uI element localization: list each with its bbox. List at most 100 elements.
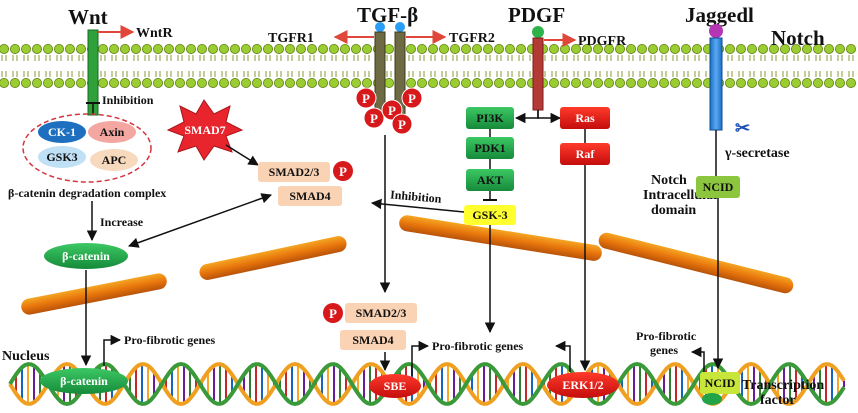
lipid-head bbox=[295, 44, 306, 55]
lipid-head bbox=[593, 44, 604, 55]
degradation-complex-label: β-catenin degradation complex bbox=[8, 186, 166, 200]
notch-receptor bbox=[709, 37, 723, 131]
lipid-head bbox=[460, 78, 471, 89]
lipid-head bbox=[76, 78, 87, 89]
lipid-head bbox=[549, 78, 560, 89]
notch-pathway: Jaggedl Notch ✂ γ-secretase Notch Intrac… bbox=[643, 3, 825, 408]
lipid-head bbox=[20, 78, 31, 89]
lipid-head bbox=[615, 78, 626, 89]
lipid-head bbox=[405, 78, 416, 89]
tgfb-ligand-dot bbox=[375, 22, 385, 32]
smad7-label: SMAD7 bbox=[184, 123, 225, 137]
lipid-head bbox=[196, 44, 207, 55]
fiber bbox=[598, 232, 794, 294]
lipid-head bbox=[427, 44, 438, 55]
axin-label: Axin bbox=[100, 125, 125, 139]
genes-center-label: Pro-fibrotic genes bbox=[432, 339, 524, 353]
lipid-head bbox=[769, 44, 780, 55]
lipid-head bbox=[604, 78, 615, 89]
lipid-head bbox=[493, 44, 504, 55]
phosphate-icon bbox=[333, 161, 353, 181]
lipid-head bbox=[218, 78, 229, 89]
lipid-head bbox=[813, 78, 824, 89]
lipid-head bbox=[482, 78, 493, 89]
axin-node bbox=[88, 121, 136, 143]
lipid-head bbox=[471, 44, 482, 55]
nicd-node bbox=[696, 176, 740, 198]
lipid-head bbox=[516, 78, 527, 89]
lipid-head bbox=[54, 44, 65, 55]
lipid-head bbox=[130, 78, 141, 89]
lipid-head bbox=[604, 44, 615, 55]
wntr-label: WntR bbox=[136, 26, 173, 41]
lipid-head bbox=[251, 44, 262, 55]
lipid-head bbox=[681, 44, 692, 55]
transcription-factor-line2: factor bbox=[760, 393, 796, 408]
gsk3-inhibition-label: Inhibition bbox=[390, 187, 443, 205]
phosphate-label: P bbox=[408, 91, 416, 106]
lipid-head bbox=[9, 78, 20, 89]
lipid-head bbox=[659, 44, 670, 55]
lipid-head bbox=[328, 78, 339, 89]
lipid-head bbox=[174, 44, 185, 55]
lipid-head bbox=[273, 44, 284, 55]
lipid-head bbox=[152, 78, 163, 89]
lipid-head bbox=[98, 78, 109, 89]
lipid-head bbox=[273, 78, 284, 89]
pdgf-label: PDGF bbox=[508, 3, 565, 27]
lipid-head bbox=[262, 44, 273, 55]
nicd-desc-line3: domain bbox=[651, 203, 696, 218]
lipid-head bbox=[32, 78, 43, 89]
lipid-head bbox=[20, 44, 31, 55]
wnt-pathway: Wnt WntR Inhibition CK-1 Axin GSK3 APC β… bbox=[8, 5, 272, 367]
smad23-nuclear-label: SMAD2/3 bbox=[356, 306, 407, 320]
lipid-head bbox=[130, 44, 141, 55]
increase-label: Increase bbox=[100, 215, 144, 229]
notch-gene-arrow bbox=[690, 346, 705, 372]
lipid-head bbox=[670, 44, 681, 55]
lipid-head bbox=[416, 78, 427, 89]
apc-label: APC bbox=[102, 153, 127, 167]
scissors-icon: ✂ bbox=[735, 118, 750, 138]
lipid-head bbox=[405, 44, 416, 55]
transcription-factor-blob bbox=[702, 393, 722, 405]
smad4-node bbox=[278, 186, 342, 206]
lipid-head bbox=[582, 78, 593, 89]
lipid-head bbox=[427, 78, 438, 89]
lipid-head bbox=[43, 44, 54, 55]
lipid-head bbox=[747, 44, 758, 55]
lipid-head bbox=[109, 78, 120, 89]
wnt-inhibition-label: Inhibition bbox=[102, 93, 154, 107]
lipid-head bbox=[747, 78, 758, 89]
lipid-head bbox=[350, 78, 361, 89]
lipid-head bbox=[780, 78, 791, 89]
transcription-factor-line1: Transcription bbox=[742, 378, 824, 393]
lipid-head bbox=[593, 78, 604, 89]
beta-catenin-nuclear-label: β-catenin bbox=[60, 374, 108, 388]
smad23-label: SMAD2/3 bbox=[269, 165, 320, 179]
smad23-node bbox=[258, 162, 330, 182]
phosphate-icon bbox=[391, 113, 413, 135]
phosphate-icon bbox=[355, 87, 377, 109]
lipid-head bbox=[284, 78, 295, 89]
lipid-head bbox=[306, 78, 317, 89]
gsk3-pdgf-node bbox=[464, 205, 516, 225]
lipid-head bbox=[295, 78, 306, 89]
lipid-head bbox=[560, 78, 571, 89]
lipid-head bbox=[460, 44, 471, 55]
lipid-head bbox=[571, 78, 582, 89]
lipid-head bbox=[339, 78, 350, 89]
fiber bbox=[21, 273, 167, 315]
lipid-head bbox=[43, 78, 54, 89]
lipid-head bbox=[306, 44, 317, 55]
fiber bbox=[399, 215, 602, 261]
lipid-head bbox=[780, 44, 791, 55]
apc-node bbox=[90, 149, 138, 171]
lipid-head bbox=[791, 44, 802, 55]
lipid-head bbox=[758, 44, 769, 55]
lipid-head bbox=[328, 44, 339, 55]
lipid-head bbox=[120, 44, 131, 55]
jagged-label: Jaggedl bbox=[685, 3, 754, 27]
lipid-head bbox=[251, 78, 262, 89]
lipid-head bbox=[141, 44, 152, 55]
